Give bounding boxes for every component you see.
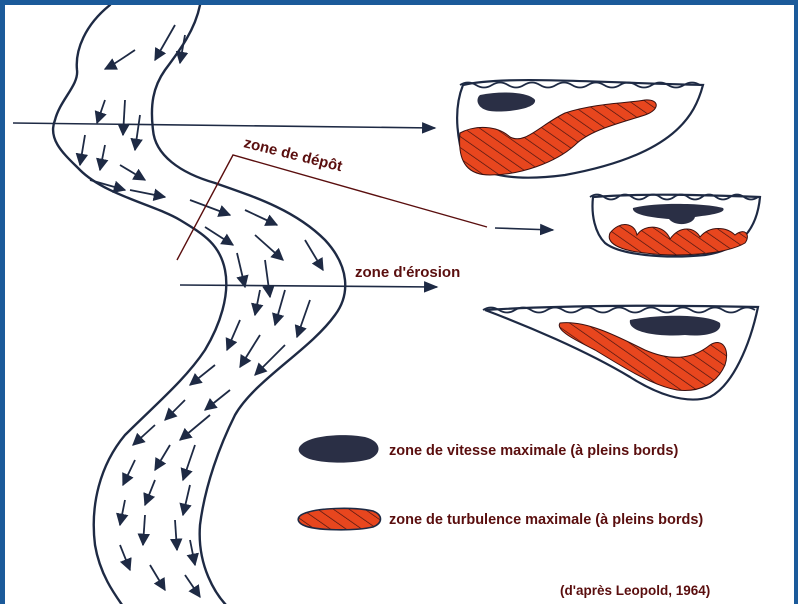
flow-arrow <box>190 540 195 565</box>
flow-arrow <box>165 400 185 420</box>
flow-arrow <box>205 390 230 410</box>
flow-arrow <box>105 50 135 69</box>
flow-arrow <box>183 485 190 515</box>
transect-arrow-middle <box>180 285 437 287</box>
transect-arrow-top <box>13 123 435 128</box>
flow-arrow <box>120 500 125 525</box>
deposit-zone-label: zone de dépôt <box>242 134 344 175</box>
flow-arrow <box>255 235 283 260</box>
flow-arrow <box>123 100 125 135</box>
flow-arrow <box>145 480 155 505</box>
legend-velocity-label: zone de vitesse maximale (à pleins bords… <box>389 443 678 459</box>
flow-arrow <box>120 545 130 570</box>
turbulence-legend-icon <box>298 508 380 529</box>
legend-turbulence-label: zone de turbulence maximale (à pleins bo… <box>389 512 703 528</box>
flow-arrow <box>297 300 310 337</box>
flow-arrow <box>120 165 145 180</box>
cross-section-middle <box>590 195 760 257</box>
flow-arrow <box>97 100 105 123</box>
flow-arrow <box>255 290 260 315</box>
velocity-legend-icon <box>299 435 379 463</box>
flow-arrow <box>133 425 155 445</box>
cross-section-bottom <box>483 306 758 400</box>
flow-arrow <box>155 445 170 470</box>
flow-arrow <box>150 565 165 590</box>
transect-arrow-deposit <box>495 228 553 230</box>
meander-diagram: zone de dépôt zone d'érosion zone de vit… <box>5 5 798 604</box>
cross-section-top <box>457 80 703 178</box>
flow-arrow <box>123 460 135 485</box>
flow-arrow <box>245 210 277 225</box>
flow-arrow <box>240 335 260 367</box>
flow-arrow <box>237 253 245 287</box>
flow-arrow <box>185 575 200 597</box>
flow-arrow <box>205 227 233 245</box>
flow-arrow <box>275 290 285 325</box>
flow-arrow <box>227 320 240 350</box>
flow-arrow <box>305 240 323 270</box>
flow-arrow <box>80 135 85 165</box>
flow-arrow <box>180 415 210 440</box>
flow-arrow <box>255 345 285 375</box>
flow-arrow <box>135 115 140 150</box>
flow-arrow <box>190 200 230 215</box>
flow-arrow <box>143 515 145 545</box>
flow-arrow <box>183 445 195 480</box>
flow-arrow <box>130 190 165 197</box>
flow-arrow <box>190 365 215 385</box>
legend: zone de vitesse maximale (à pleins bords… <box>298 435 703 530</box>
flow-arrow <box>175 520 177 550</box>
flow-arrow <box>155 25 175 60</box>
flow-arrow <box>100 145 105 170</box>
erosion-zone-label: zone d'érosion <box>355 264 460 281</box>
citation: (d'après Leopold, 1964) <box>560 583 710 598</box>
flow-arrow <box>265 260 270 297</box>
river-left-bank <box>53 5 226 604</box>
